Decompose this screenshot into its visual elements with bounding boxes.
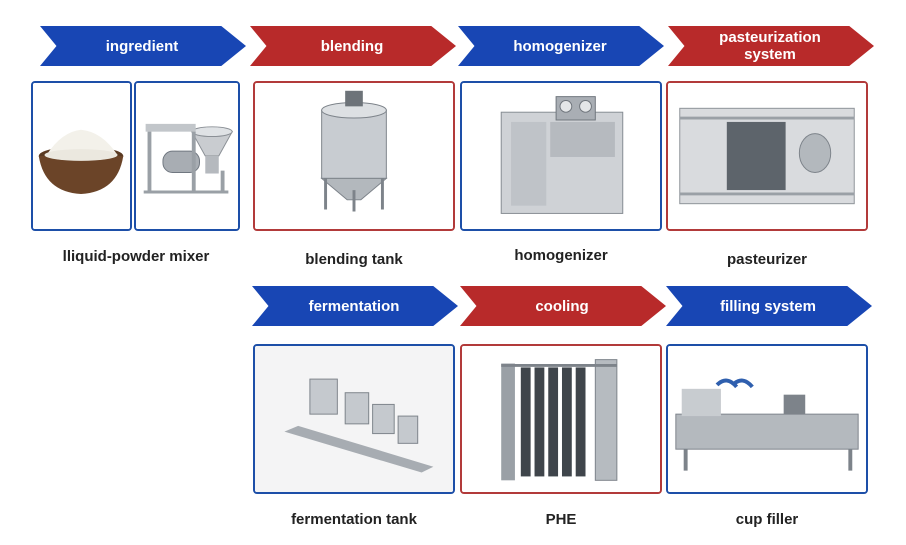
step-arrow-ingredient: ingredient bbox=[40, 26, 246, 66]
mixer-image bbox=[134, 81, 240, 231]
step-label-filling: filling system bbox=[720, 297, 816, 315]
step-label-ingredient: ingredient bbox=[105, 37, 179, 55]
step-label-cooling: cooling bbox=[535, 297, 589, 315]
step-label-pasteurization: pasteurization system bbox=[719, 29, 821, 63]
caption-blending-tank: blending tank bbox=[305, 251, 403, 268]
homogenizer-image bbox=[460, 81, 662, 231]
step-arrow-cooling: cooling bbox=[460, 286, 666, 326]
step-arrow-pasteurization: pasteurization system bbox=[668, 26, 874, 66]
step-arrow-homogenizer: homogenizer bbox=[458, 26, 664, 66]
step-label-blending: blending bbox=[320, 37, 384, 55]
caption-homogenizer: homogenizer bbox=[514, 247, 608, 264]
step-arrow-filling: filling system bbox=[666, 286, 872, 326]
cup-filler-image bbox=[666, 344, 868, 494]
step-arrow-blending: blending bbox=[250, 26, 456, 66]
step-arrow-fermentation: fermentation bbox=[252, 286, 458, 326]
caption-phe: PHE bbox=[545, 511, 577, 528]
phe-image bbox=[460, 344, 662, 494]
step-label-homogenizer: homogenizer bbox=[513, 37, 607, 55]
step-label-fermentation: fermentation bbox=[308, 297, 400, 315]
pasteurizer-image bbox=[666, 81, 868, 231]
fermentation-tank-image bbox=[253, 344, 455, 494]
caption-mixer: lliquid-powder mixer bbox=[62, 248, 210, 265]
powder-bowl-image bbox=[31, 81, 132, 231]
caption-pasteurizer: pasteurizer bbox=[726, 251, 808, 268]
caption-cup-filler: cup filler bbox=[735, 511, 799, 528]
caption-fermentation-tank: fermentation tank bbox=[291, 511, 417, 528]
blending-tank-image bbox=[253, 81, 455, 231]
